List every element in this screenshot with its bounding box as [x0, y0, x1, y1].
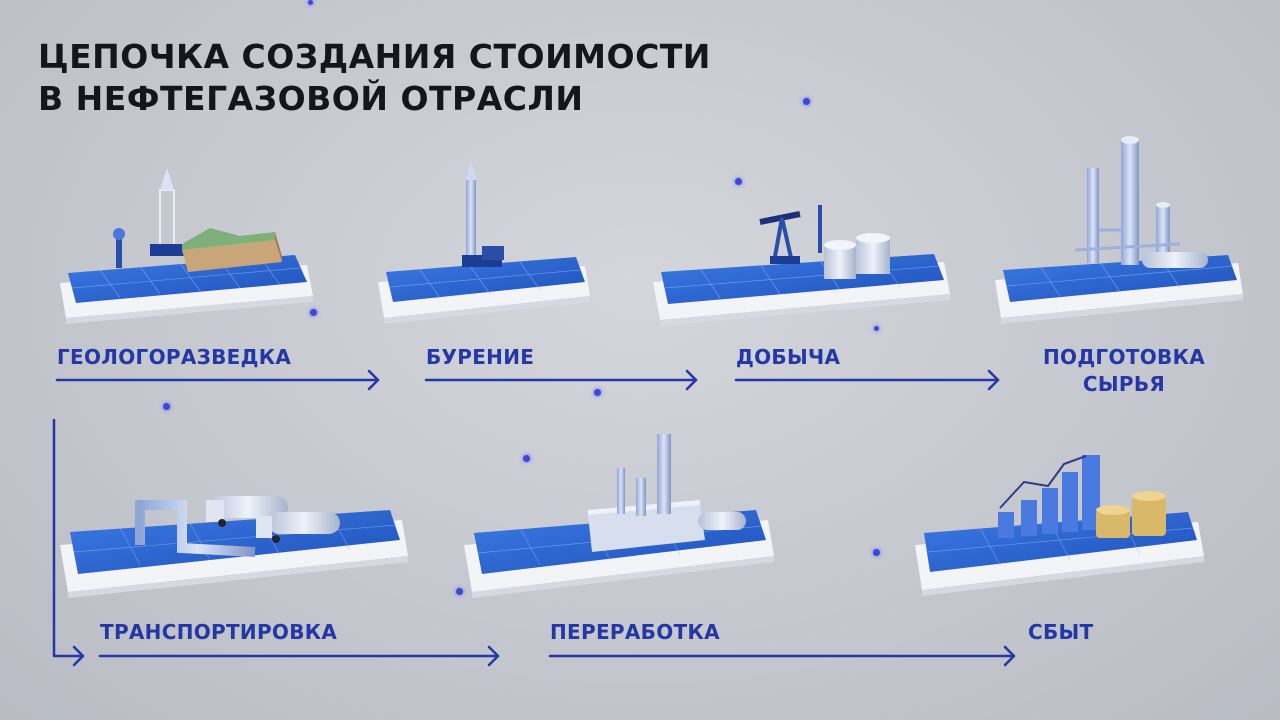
drilling-illustration — [378, 162, 590, 324]
arrow-geology-to-drilling — [57, 371, 378, 389]
sales-illustration — [915, 455, 1204, 596]
stage-label-sales: СБЫТ — [1028, 619, 1094, 646]
arrow-drilling-to-production — [426, 371, 696, 389]
arrow-transport-to-processing — [100, 647, 498, 665]
stage-label-transport: ТРАНСПОРТИРОВКА — [100, 619, 337, 646]
arrow-production-to-preparation — [736, 371, 998, 389]
production-illustration — [653, 205, 950, 326]
stage-label-geology: ГЕОЛОГОРАЗВЕДКА — [57, 344, 291, 371]
processing-illustration — [464, 434, 774, 598]
stage-label-preparation: ПОДГОТОВКА СЫРЬЯ — [1034, 344, 1214, 398]
stage-label-production: ДОБЫЧА — [736, 344, 840, 371]
stage-label-processing: ПЕРЕРАБОТКА — [550, 619, 720, 646]
arrow-processing-to-sales — [550, 647, 1014, 665]
stage-label-preparation-line-2: СЫРЬЯ — [1034, 371, 1214, 398]
stage-label-drilling: БУРЕНИЕ — [426, 344, 534, 371]
preparation-illustration — [995, 136, 1243, 324]
transport-illustration — [60, 496, 408, 598]
geology-illustration — [60, 168, 313, 324]
stage-label-preparation-line-1: ПОДГОТОВКА — [1034, 344, 1214, 371]
